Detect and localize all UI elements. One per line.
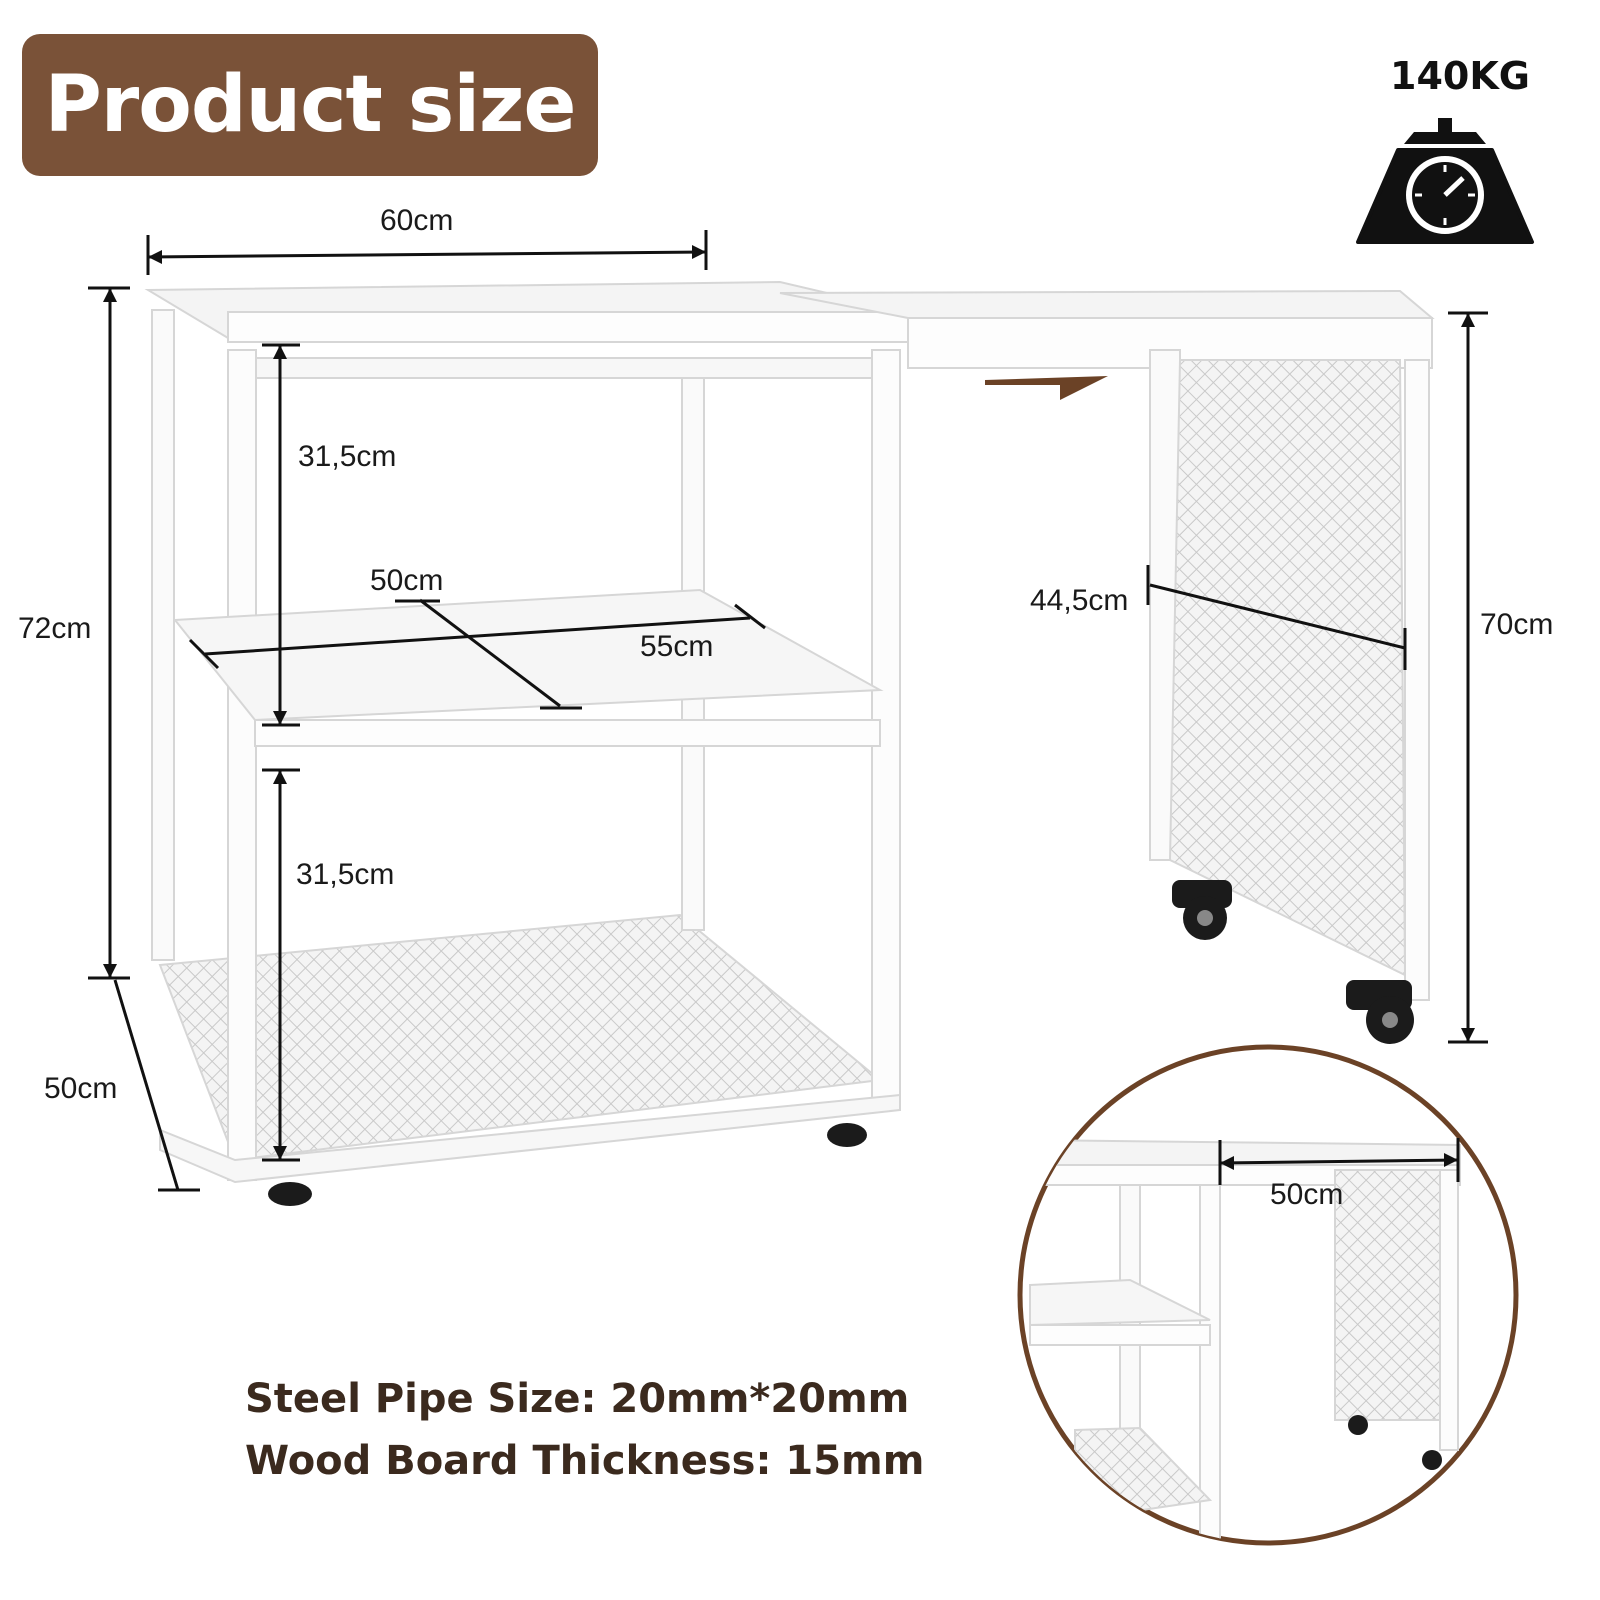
dimension-arrowheads (103, 245, 1475, 1160)
spec-list: Steel Pipe Size: 20mm*20mm Wood Board Th… (245, 1368, 924, 1492)
title-banner: Product size (22, 34, 598, 176)
page-title: Product size (44, 60, 577, 150)
table-feet (268, 880, 1414, 1206)
dim-shelf-width: 55cm (640, 630, 714, 663)
dimension-lines (88, 230, 1488, 1192)
spec-board-thickness: Wood Board Thickness: 15mm (245, 1438, 925, 1484)
dim-shelf-height-lower: 31,5cm (296, 858, 395, 891)
dim-side-height: 70cm (1480, 608, 1554, 641)
dim-shelf-height-upper: 31,5cm (298, 440, 397, 473)
caster-wheel-icon (1172, 880, 1232, 940)
load-capacity-label: 140KG (1390, 54, 1530, 98)
detail-zoom-circle (1017, 1044, 1519, 1546)
caster-wheel-icon (1346, 980, 1414, 1044)
dim-top-width: 60cm (380, 204, 454, 237)
dim-extension-width: 50cm (1270, 1178, 1344, 1211)
dim-side-width: 44,5cm (1030, 584, 1129, 617)
swivel-arrow-icon (985, 376, 1108, 400)
spec-steel-pipe: Steel Pipe Size: 20mm*20mm (245, 1376, 910, 1422)
table-illustration (144, 280, 1435, 1184)
scale-icon (1356, 118, 1534, 244)
dim-total-height: 72cm (18, 612, 92, 645)
dim-depth: 50cm (44, 1072, 118, 1105)
dim-shelf-depth: 50cm (370, 564, 444, 597)
